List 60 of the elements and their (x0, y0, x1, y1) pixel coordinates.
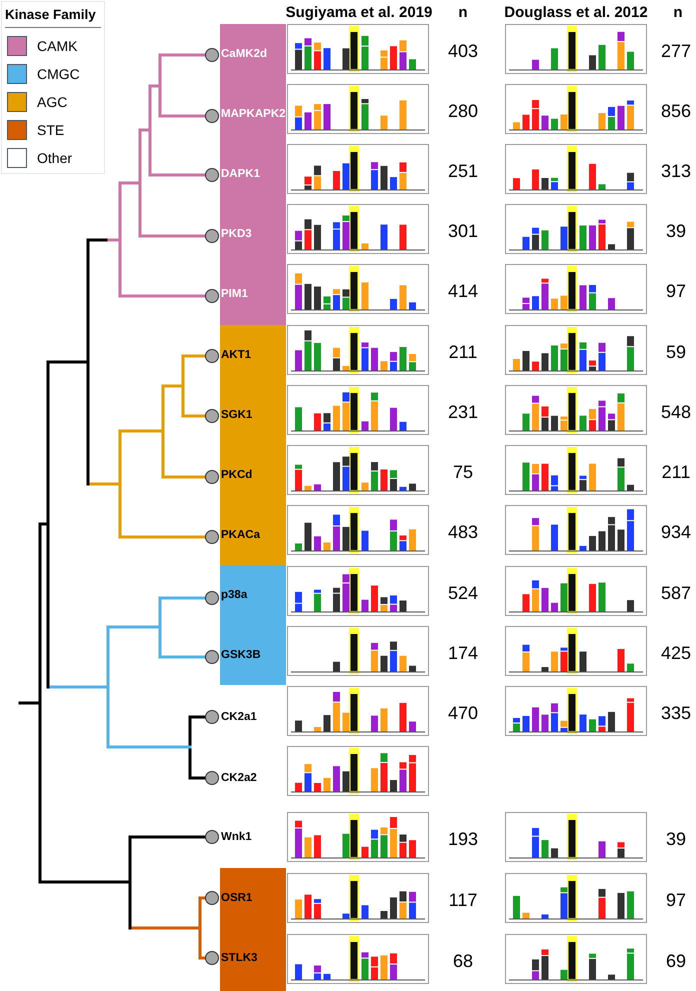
kinase-label: STLK3 (221, 950, 258, 966)
kinase-label: SGK1 (221, 407, 252, 423)
count-value: 587 (660, 582, 692, 605)
count-value: 75 (452, 461, 474, 484)
count-value: 211 (660, 461, 692, 484)
kinase-label: CaMK2d (221, 46, 268, 62)
kinase-label: PKACa (221, 527, 260, 543)
kinase-label: PIM1 (221, 286, 248, 302)
family-band (220, 24, 286, 325)
column-header: Douglass et al. 2012 (503, 3, 649, 23)
legend-text: STE (37, 120, 64, 140)
column-header: n (672, 3, 684, 23)
count-value: 301 (446, 220, 480, 243)
legend-text: Other (37, 148, 72, 168)
kinase-label: GSK3B (221, 647, 261, 663)
family-band (220, 325, 286, 565)
count-value: 174 (446, 642, 480, 665)
count-value: 211 (448, 341, 478, 364)
kinase-label: OSR1 (221, 890, 252, 906)
count-value: 524 (446, 582, 480, 605)
count-value: 39 (664, 220, 688, 243)
count-value: 251 (446, 160, 480, 183)
count-value: 277 (660, 40, 692, 63)
count-value: 414 (446, 280, 480, 303)
count-value: 69 (664, 950, 688, 973)
count-value: 39 (664, 828, 688, 851)
column-header: n (457, 3, 469, 23)
count-value: 97 (664, 889, 688, 912)
count-value: 231 (446, 401, 480, 424)
count-value: 335 (660, 702, 692, 725)
kinase-label: PKD3 (221, 226, 252, 242)
kinase-label: AKT1 (221, 347, 252, 363)
count-value: 97 (664, 280, 688, 303)
kinase-label: p38a (221, 587, 248, 603)
count-value: 280 (446, 100, 480, 123)
family-band (220, 565, 286, 685)
count-value: 59 (664, 341, 688, 364)
count-value: 483 (446, 521, 480, 544)
count-value: 68 (452, 950, 474, 973)
count-value: 313 (660, 160, 692, 183)
count-value: 117 (448, 889, 478, 912)
kinase-label: PKCd (221, 467, 252, 483)
legend-title: Kinase Family (5, 5, 101, 28)
legend-text: CMGC (37, 64, 80, 84)
count-value: 934 (660, 521, 692, 544)
family-band (220, 868, 286, 991)
kinase-label: Wnk1 (221, 829, 252, 845)
kinase-label: DAPK1 (221, 166, 260, 182)
kinase-label: MAPKAPK2 (221, 106, 286, 122)
count-value: 425 (660, 642, 692, 665)
kinase-label: CK2a1 (221, 709, 257, 725)
legend-text: AGC (37, 92, 68, 112)
count-value: 856 (660, 100, 692, 123)
legend-text: CAMK (37, 36, 78, 56)
count-value: 193 (446, 828, 480, 851)
count-value: 470 (446, 702, 480, 725)
count-value: 403 (446, 40, 480, 63)
kinase-label: CK2a2 (221, 770, 257, 786)
column-header: Sugiyama et al. 2019 (284, 3, 434, 23)
count-value: 548 (660, 401, 692, 424)
